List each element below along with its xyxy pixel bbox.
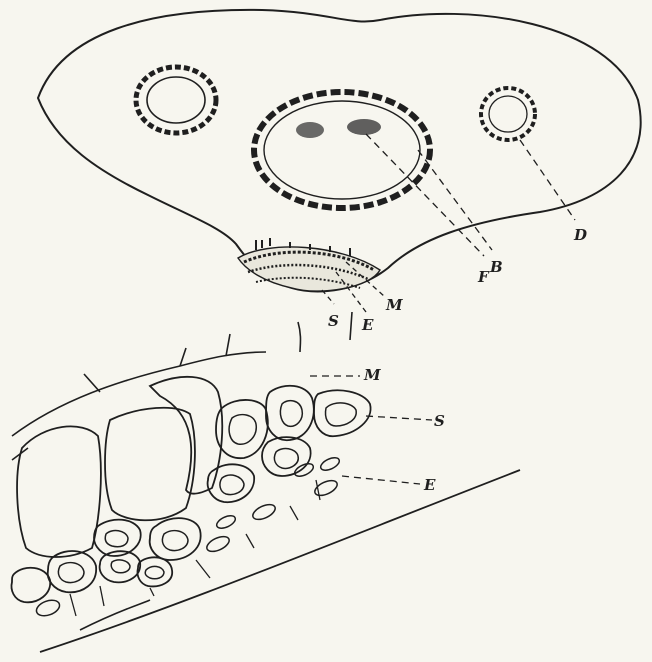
label-d: D bbox=[573, 226, 587, 244]
mesophyll-cell bbox=[150, 377, 222, 494]
mesophyll-cell bbox=[105, 408, 195, 521]
label-detail-m: M bbox=[363, 366, 381, 384]
label-m: M bbox=[385, 296, 403, 314]
leader-d bbox=[520, 140, 575, 220]
leader-detail-s bbox=[366, 416, 432, 420]
leader-f bbox=[366, 134, 484, 256]
leader-s bbox=[322, 290, 334, 304]
cross-section-outline bbox=[38, 10, 641, 291]
label-detail-e: E bbox=[423, 476, 436, 494]
tissue-detail bbox=[12, 312, 521, 652]
cell-patch bbox=[238, 238, 380, 291]
phloem-patch-right bbox=[347, 119, 381, 135]
label-detail-s: S bbox=[434, 412, 445, 430]
mesophyll-cell bbox=[17, 426, 101, 557]
right-bundle bbox=[481, 88, 535, 140]
label-e: E bbox=[361, 316, 374, 334]
phloem-patch-left bbox=[296, 122, 324, 138]
leader-detail-e bbox=[342, 476, 420, 484]
central-bundle bbox=[254, 92, 430, 208]
label-s: S bbox=[328, 312, 339, 330]
leader-b bbox=[418, 150, 492, 250]
left-bundle bbox=[136, 67, 216, 133]
label-f: F bbox=[477, 268, 490, 286]
label-b: B bbox=[489, 258, 503, 276]
